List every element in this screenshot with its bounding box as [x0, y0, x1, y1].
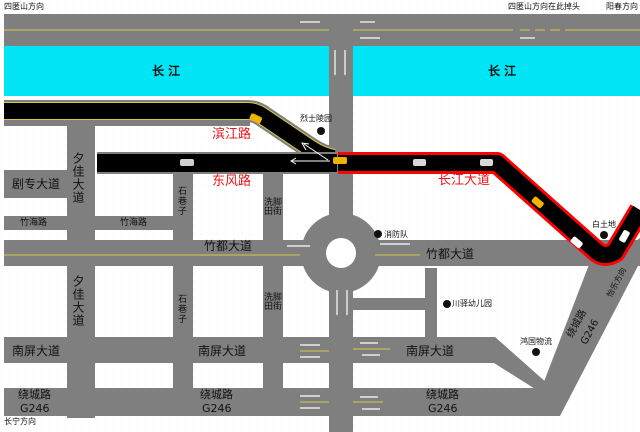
- road-label-raocheng-mid-code: G246: [202, 402, 232, 415]
- road-label-raocheng-mid: 绕城路: [200, 388, 233, 401]
- poi-dot-icon: [443, 300, 451, 308]
- river-label-right: 长 江: [488, 64, 517, 78]
- poi-dot-icon: [600, 231, 608, 239]
- traffic-arrows: [290, 142, 330, 165]
- car-white-icon: [570, 236, 583, 249]
- direction-label-uturn: 四匿山方向在此掉头: [508, 2, 580, 11]
- car-white-icon: [480, 159, 493, 166]
- poi-dot-icon: [532, 348, 540, 356]
- car-yellow-icon: [531, 196, 544, 209]
- road-label-shixiangzi-lower: 石巷子: [176, 294, 186, 324]
- poi-label-lieshi: 烈士陵园: [300, 114, 332, 123]
- car-white-icon: [619, 230, 630, 243]
- direction-label-top-right: 阳春方向: [606, 2, 638, 11]
- road-label-xijiaotian-lower: 洗脚田街: [264, 293, 283, 312]
- road-label-changjiang: 长江大道: [438, 173, 491, 188]
- road-label-raocheng-left-code: G246: [20, 402, 50, 415]
- river-yangtze: [4, 46, 640, 96]
- road-label-zhuhai-mid: 竹海路: [120, 218, 148, 228]
- road-label-xijia-lower: 夕佳大道: [71, 275, 85, 327]
- north-bank-road: [4, 14, 640, 46]
- car-yellow-icon: [333, 157, 347, 164]
- car-white-icon: [180, 159, 194, 166]
- poi-label-baitu: 白土地: [592, 220, 616, 229]
- direction-label-bottom-left: 长宁方向: [4, 417, 36, 426]
- changjiang-avenue-congested: [338, 152, 640, 266]
- car-white-icon: [413, 159, 426, 166]
- road-label-raocheng-right-code: G246: [428, 402, 458, 415]
- river-label-left: 长 江: [152, 64, 181, 78]
- raocheng-road: [4, 388, 558, 416]
- road-label-binjiang: 滨江路: [212, 127, 252, 142]
- poi-dot-icon: [317, 127, 325, 135]
- poi-label-xiaofang: 消防队: [384, 230, 408, 239]
- poi-label-logistics: 鸿国物流: [520, 337, 552, 346]
- road-label-zhudu-left: 竹都大道: [204, 239, 253, 253]
- road-label-xijia-upper: 夕佳大道: [71, 152, 85, 204]
- dongfeng-road-congested: [97, 152, 337, 174]
- road-label-raocheng-right: 绕城路: [426, 388, 459, 401]
- poi-label-kindergarten: 川驿幼儿园: [452, 299, 492, 308]
- road-label-zhudu-right: 竹都大道: [426, 247, 475, 261]
- car-icons: [180, 113, 630, 249]
- poi-dot-icon: [374, 230, 382, 238]
- road-label-raocheng-left: 绕城路: [18, 388, 51, 401]
- road-label-nanping-mid: 南屏大道: [198, 344, 247, 358]
- road-label-shixiangzi-upper: 石巷子: [176, 186, 186, 216]
- road-label-nanping-right: 南屏大道: [406, 344, 455, 358]
- road-label-xijiaotian-upper: 洗脚田街: [264, 198, 283, 217]
- car-yellow-icon: [249, 113, 263, 124]
- road-label-dongfeng: 东风路: [212, 174, 252, 189]
- direction-label-top-left: 四匿山方向: [4, 2, 44, 11]
- road-label-nanping-left: 南屏大道: [12, 344, 61, 358]
- nanping-avenue: [4, 337, 494, 363]
- road-label-juzhuan: 剧专大道: [12, 177, 61, 191]
- road-label-zhuhai-left: 竹海路: [20, 218, 48, 228]
- xijia-avenue: [67, 126, 95, 418]
